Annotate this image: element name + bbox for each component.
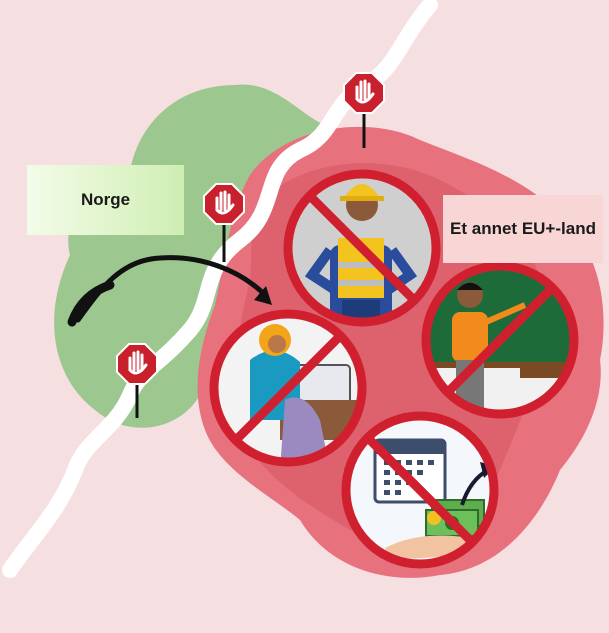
norway-label: Norge — [27, 165, 184, 235]
arrow-icon — [67, 255, 272, 327]
stop-sign-icon — [343, 72, 385, 148]
stop-sign-icon — [203, 183, 245, 262]
other-eu-country-label-text: Et annet EU+-land — [450, 219, 596, 238]
prohibited-benefits-payment-icon — [341, 411, 499, 569]
prohibited-teacher-icon — [421, 261, 579, 419]
prohibited-construction-worker-icon — [283, 169, 441, 327]
other-eu-country-label: Et annet EU+-land — [443, 195, 603, 263]
stop-sign-icon — [116, 343, 158, 418]
norway-label-text: Norge — [80, 190, 131, 209]
prohibited-seamstress-icon — [209, 309, 367, 467]
